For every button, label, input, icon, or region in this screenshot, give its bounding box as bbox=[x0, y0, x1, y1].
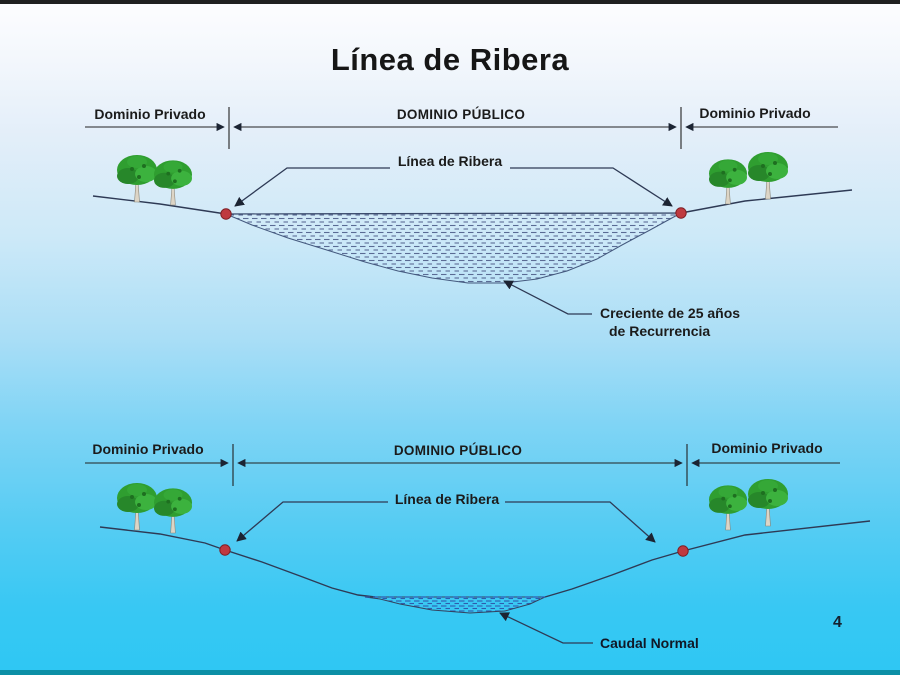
tree-icon bbox=[708, 484, 748, 531]
upper-flood-leader-line bbox=[503, 280, 592, 315]
tree-icon bbox=[153, 159, 193, 206]
upper-ribera-line-label: Línea de Ribera bbox=[397, 153, 503, 169]
normal-flow-caption: Caudal Normal bbox=[600, 635, 699, 651]
flood-recurrence-caption-line2: de Recurrencia bbox=[609, 323, 711, 339]
page-number: 4 bbox=[833, 614, 842, 631]
lower-flow-water-area bbox=[364, 596, 546, 614]
lower-dimension-lines bbox=[85, 444, 840, 486]
upper-flood-water-area bbox=[225, 212, 682, 284]
lower-river-banks bbox=[99, 520, 871, 598]
upper-water-surface-line bbox=[225, 212, 682, 215]
tree-icon bbox=[708, 158, 748, 205]
lower-ribera-line-label: Línea de Ribera bbox=[394, 491, 500, 507]
bottom-letterbox-bar bbox=[0, 670, 900, 675]
top-letterbox-bar bbox=[0, 0, 900, 4]
tree-icon bbox=[747, 478, 789, 527]
upper-river-banks bbox=[92, 189, 853, 215]
upper-dimension-lines bbox=[85, 107, 838, 149]
tree-icon bbox=[116, 482, 158, 531]
lower-ribera-leader-lines bbox=[236, 501, 656, 543]
lower-right-private-domain-label: Dominio Privado bbox=[711, 440, 823, 456]
lower-left-private-domain-label: Dominio Privado bbox=[92, 441, 204, 457]
tree-icon bbox=[116, 154, 158, 203]
tree-icon bbox=[747, 151, 789, 200]
upper-right-private-domain-label: Dominio Privado bbox=[699, 105, 811, 121]
lower-ribera-point-markers bbox=[219, 544, 689, 557]
upper-ribera-point-markers bbox=[220, 207, 687, 220]
upper-left-private-domain-label: Dominio Privado bbox=[94, 106, 206, 122]
slide-title: Línea de Ribera bbox=[330, 42, 570, 77]
upper-public-domain-label: DOMINIO PÚBLICO bbox=[396, 107, 526, 122]
upper-ribera-leader-lines bbox=[234, 167, 673, 207]
flood-recurrence-caption-line1: Creciente de 25 años bbox=[600, 305, 741, 321]
tree-icon bbox=[153, 487, 193, 534]
lower-public-domain-label: DOMINIO PÚBLICO bbox=[393, 443, 523, 458]
lower-flow-leader-line bbox=[499, 612, 593, 644]
